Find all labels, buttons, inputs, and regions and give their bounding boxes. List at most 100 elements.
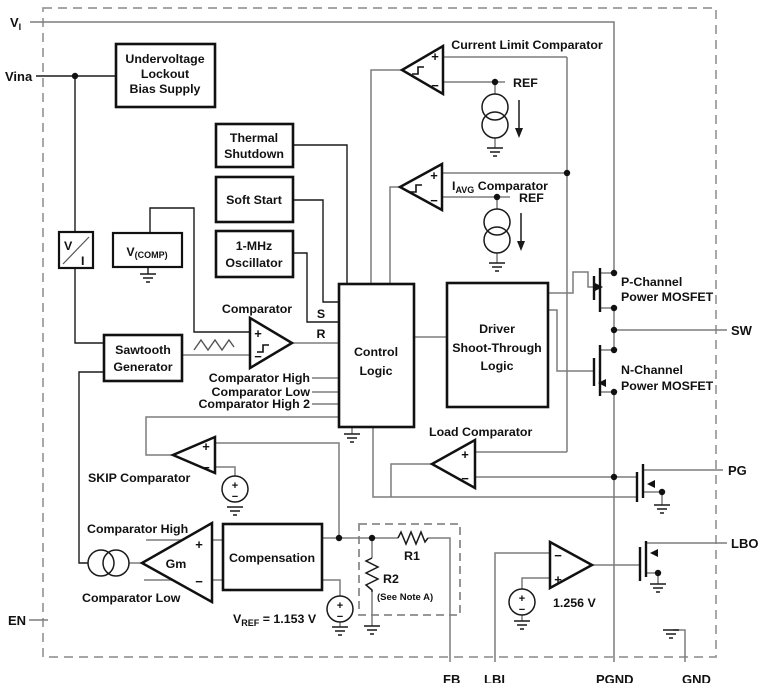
uvlo-label: Undervoltage	[125, 52, 204, 66]
sawtooth-label: Sawtooth	[115, 343, 171, 357]
wires	[29, 21, 727, 662]
wire-sawtooth-gm	[78, 371, 104, 564]
vref-value-label: VREF = 1.153 V	[233, 612, 317, 628]
wire-vi-sawtooth	[74, 268, 104, 344]
wire-pg-source	[643, 491, 663, 505]
sawtooth-generator-block	[102, 333, 184, 383]
comp-high-label: Comparator High	[209, 371, 310, 385]
vcomp-sub: (COMP)	[135, 250, 168, 260]
ground-icon	[364, 625, 380, 635]
plus-sign: +	[519, 593, 525, 605]
pin-pg: PG	[728, 463, 747, 478]
arrow-down-icon	[515, 128, 523, 138]
oscillator-label: 1-MHz	[236, 239, 272, 253]
wire-osc-s	[293, 252, 339, 323]
minus-sign: −	[430, 193, 438, 208]
uvlo-label: Bias Supply	[130, 82, 201, 96]
thermal-label: Shutdown	[224, 147, 284, 161]
pin-en: EN	[8, 613, 26, 628]
plus-sign: +	[202, 439, 210, 454]
wire-skip-out	[145, 416, 339, 456]
oscillator-label: Oscillator	[225, 256, 282, 270]
minus-sign: −	[431, 78, 439, 93]
mosfet-arrow-icon	[595, 283, 603, 291]
r1-label: R1	[404, 549, 420, 563]
driver-label: Shoot-Through	[452, 341, 541, 355]
pwm-comparator-symbol	[248, 315, 295, 371]
compensation-block	[221, 522, 324, 592]
comp-low-label: Comparator Low	[212, 385, 311, 399]
wire-mosfet-stubs	[600, 272, 614, 393]
p-channel-mosfet	[592, 268, 603, 312]
driver-label: Logic	[480, 359, 513, 373]
ground-icon	[663, 629, 679, 639]
pin-sw: SW	[731, 323, 753, 338]
s-signal-label: S	[317, 307, 325, 321]
uvlo-block	[114, 42, 217, 109]
wire-clc-out	[370, 69, 402, 284]
uvlo-label: Lockout	[141, 67, 189, 81]
voltage-source-skip: + −	[221, 475, 249, 503]
current-source-clc	[481, 93, 523, 139]
wire-lbi-in	[494, 552, 550, 662]
sources: + − + − + −	[87, 93, 536, 623]
wire-thermal	[293, 144, 348, 284]
v-over-i-top: V	[64, 239, 73, 253]
plus-sign: +	[254, 326, 262, 341]
vref-base: V	[233, 612, 242, 626]
minus-sign: −	[254, 349, 262, 364]
wire-control-pg	[372, 427, 637, 498]
pin-lbo: LBO	[731, 536, 758, 551]
pin-fb: FB	[443, 672, 460, 683]
wire-current-src-stems	[494, 82, 498, 263]
hysteresis-icon	[412, 66, 424, 75]
gm-amplifier-symbol	[139, 520, 214, 605]
hysteresis-icon	[410, 184, 422, 193]
junction-dot	[654, 569, 662, 577]
comparator-signs: + − + − + − + − + − + − − +	[195, 49, 562, 589]
ground-icon	[344, 433, 360, 443]
plus-sign: +	[461, 447, 469, 462]
mosfet-arrow-icon	[650, 549, 658, 557]
resistor-r1	[397, 530, 429, 546]
plus-sign: +	[430, 168, 438, 183]
soft-start-block	[214, 175, 295, 224]
iavg-rest: Comparator	[474, 179, 548, 193]
junction-dot	[610, 304, 618, 312]
wire-lbi-ref	[521, 577, 550, 621]
junction-dot	[368, 534, 376, 542]
vref-rest: = 1.153 V	[259, 612, 317, 626]
junction-dot	[493, 193, 501, 201]
minus-sign: −	[337, 611, 343, 623]
plus-sign: +	[554, 572, 562, 587]
compensation-label: Compensation	[229, 551, 315, 565]
iavg-base: I	[452, 179, 455, 193]
pin-pgnd: PGND	[596, 672, 634, 683]
n-channel-mosfet	[592, 345, 606, 396]
junction-dot	[610, 473, 618, 481]
gm-label: Gm	[166, 557, 187, 571]
arrow-down-icon	[517, 241, 525, 251]
vcomp-block	[111, 231, 184, 269]
current-limit-comparator-symbol	[399, 43, 445, 97]
junction-dot	[335, 534, 343, 542]
vcomp-base: V	[126, 245, 135, 259]
driver-label: Driver	[479, 322, 515, 336]
current-limit-comparator-label: Current Limit Comparator	[451, 38, 603, 52]
r2-label: R2	[383, 572, 399, 586]
junction-dot	[563, 169, 571, 177]
wire-vref-src	[322, 579, 341, 627]
pg-mosfet	[635, 464, 655, 502]
junction-dot	[610, 346, 618, 354]
pin-vi: VI	[10, 15, 21, 32]
skip-comparator-label: SKIP Comparator	[88, 471, 191, 485]
ref-label: REF	[519, 191, 544, 205]
dark-wires	[36, 75, 348, 564]
wire-vcomp-comparator	[149, 207, 250, 333]
p-mosfet-label: Power MOSFET	[621, 290, 714, 304]
junction-dot	[658, 488, 666, 496]
iavg-comparator-label: IAVG Comparator	[452, 179, 548, 195]
voltage-source-vref: + −	[326, 595, 354, 623]
ground-icon	[650, 583, 666, 593]
